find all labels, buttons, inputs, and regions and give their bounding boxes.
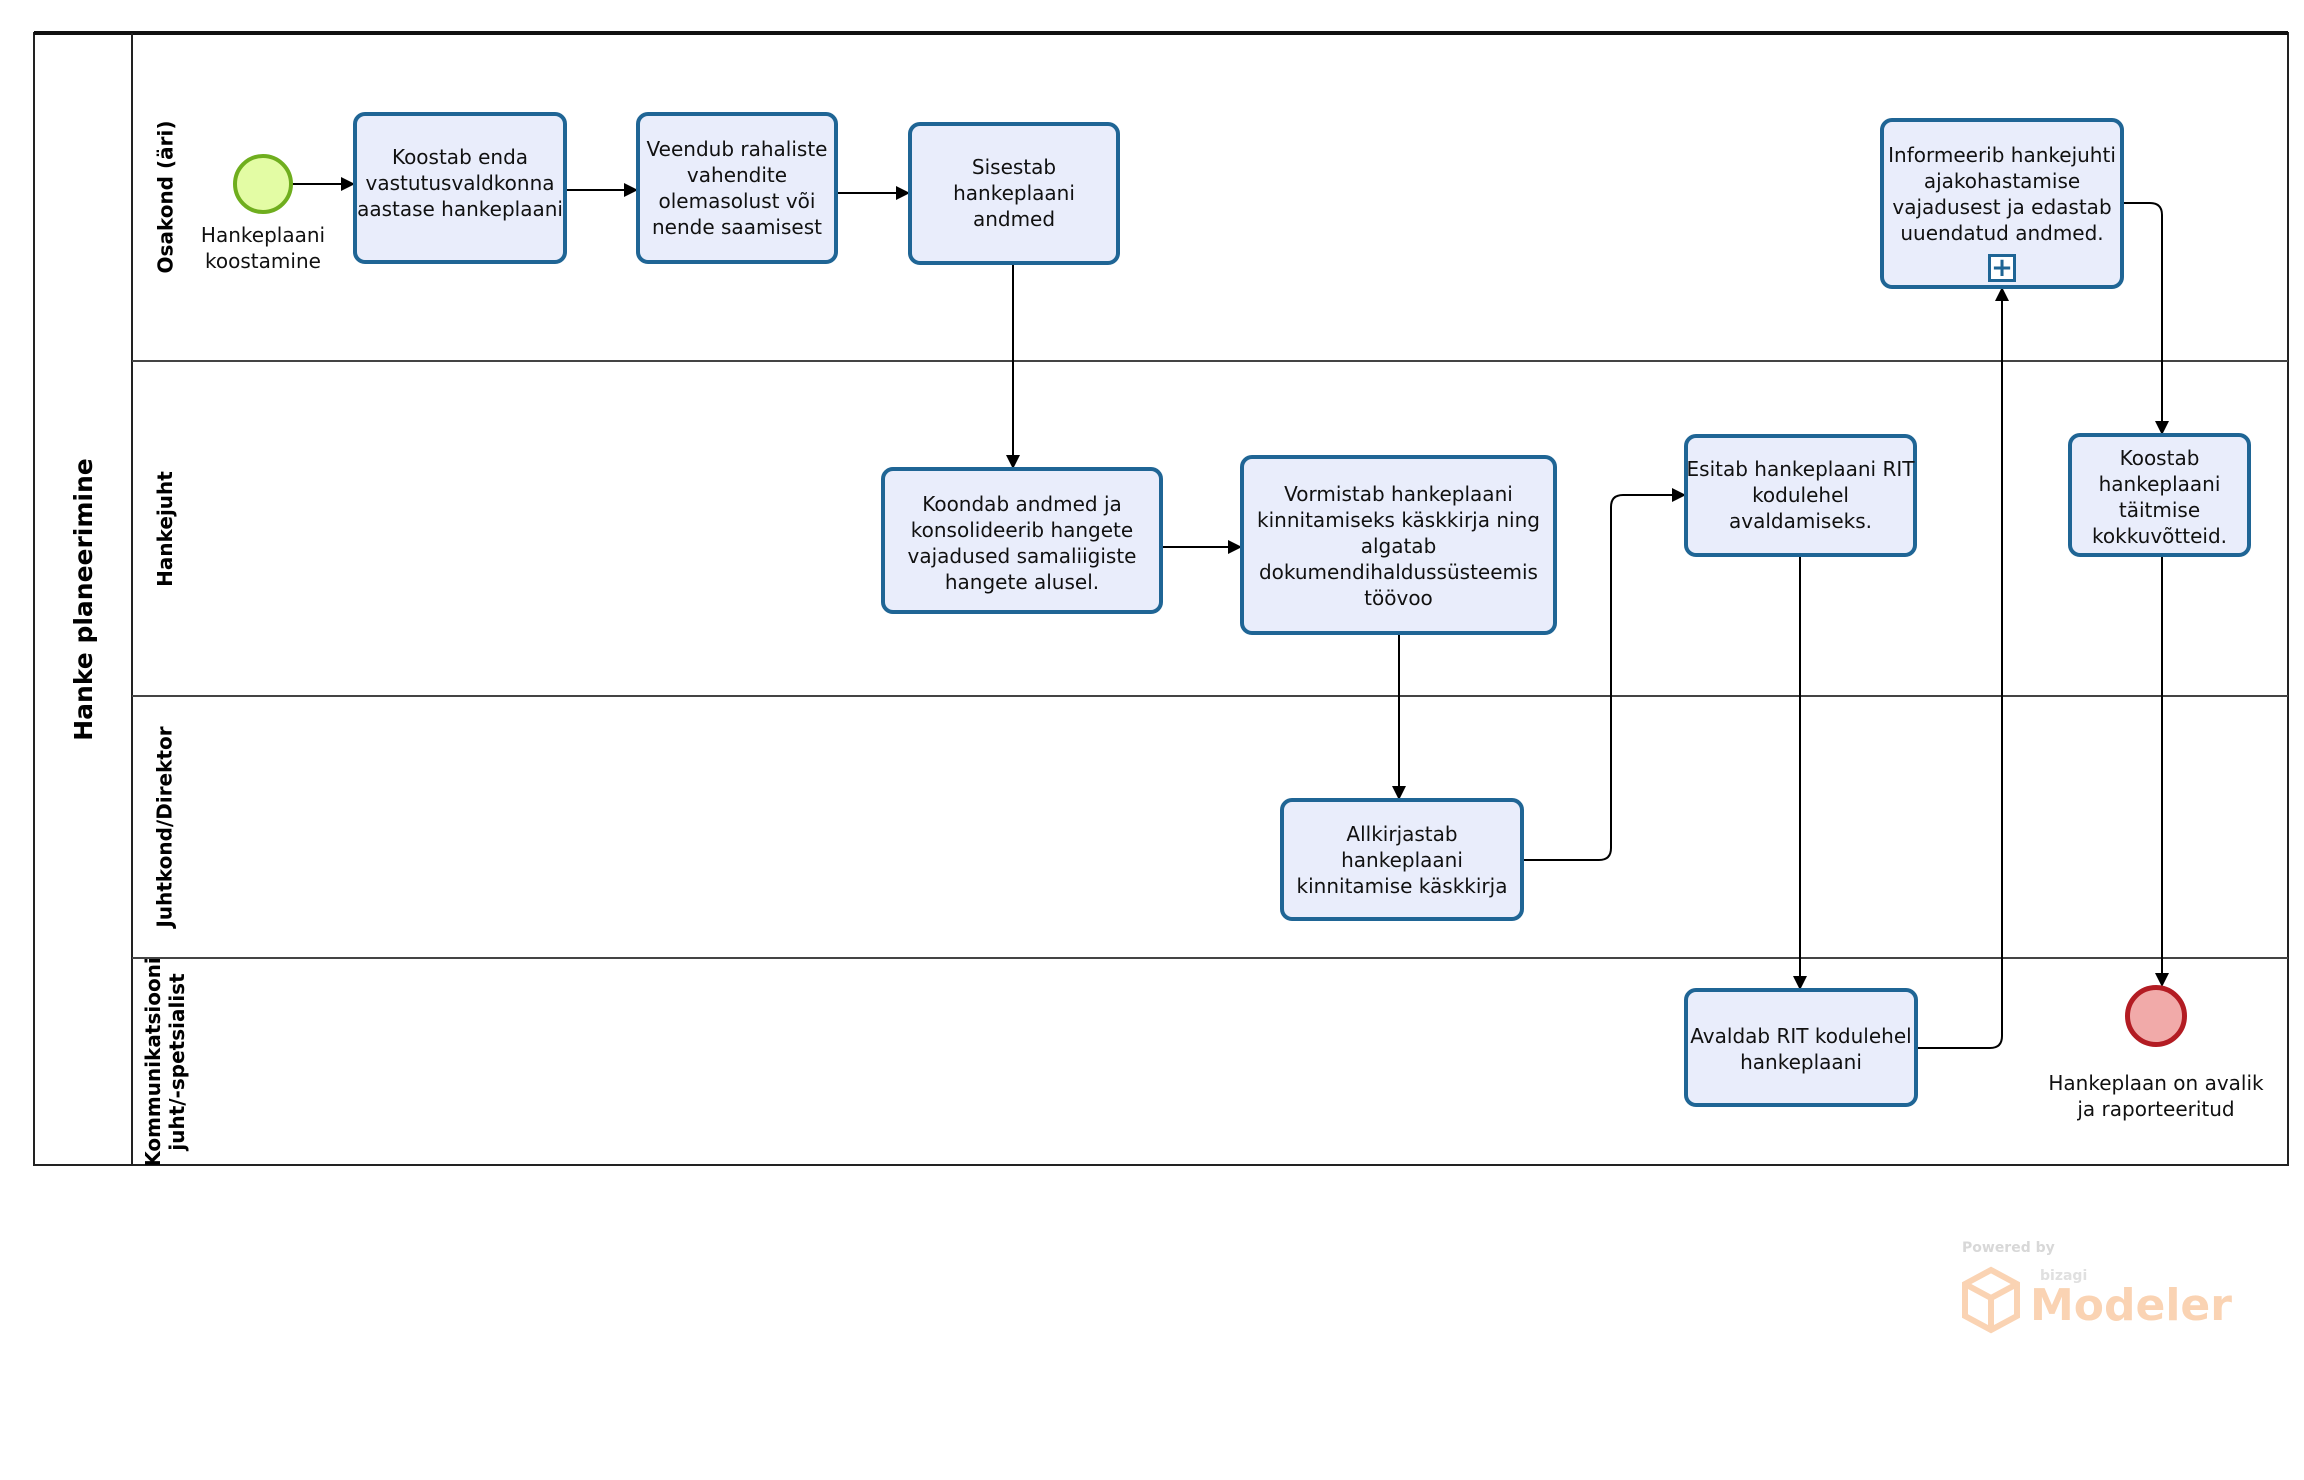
flow-t8-to-t9 (1918, 287, 2009, 1049)
task-sisestab-andmed[interactable]: Sisestab hankeplaani andmed (908, 122, 1120, 265)
start-event-label: Hankeplaani koostamine (200, 223, 326, 273)
end-event[interactable] (2125, 985, 2187, 1047)
task-koostab-hankeplaani[interactable]: Koostab enda vastutusvaldkonna aastase h… (353, 112, 567, 264)
task-allkirjastab-kaskkirja[interactable]: Allkirjastab hankeplaani kinnitamise käs… (1280, 798, 1524, 921)
task-label: Sisestab hankeplaani andmed (953, 155, 1075, 231)
watermark-brand-text: bizagi (2040, 1268, 2088, 1284)
lane-title-kommunikatsioon: Kommunikatsiooni juht/-spetsialist (141, 956, 189, 1167)
plus-icon[interactable]: + (1988, 254, 2016, 282)
subprocess-informeerib-hankejuhti[interactable]: Informeerib hankejuhti ajakohastamise va… (1880, 118, 2124, 289)
pool-title: Hanke planeerimine (68, 457, 98, 741)
cube-logo-icon (1962, 1266, 2020, 1334)
lane-label-hankejuht: Hankejuht (132, 361, 198, 696)
lane-label-juhtkond: Juhtkond/Direktor (132, 696, 198, 958)
task-vormistab-kaskkirja[interactable]: Vormistab hankeplaani kinnitamiseks käsk… (1240, 455, 1557, 635)
lane-label-osakond: Osakond (äri) (132, 33, 198, 361)
task-label: Esitab hankeplaani RIT kodulehel avaldam… (1686, 457, 1915, 533)
task-label: Koostab enda vastutusvaldkonna aastase h… (357, 145, 563, 221)
task-label: Koostab hankeplaani täitmise kokkuvõttei… (2092, 446, 2227, 548)
task-label: Veendub rahaliste vahendite olemasolust … (646, 137, 828, 239)
task-label: Informeerib hankejuhti ajakohastamise va… (1888, 143, 2116, 245)
end-event-label: Hankeplaan on avalik ja raporteeritud (2048, 1071, 2264, 1121)
task-avaldab-hankeplaani[interactable]: Avaldab RIT kodulehel hankeplaani (1684, 988, 1918, 1107)
task-koondab-andmed[interactable]: Koondab andmed ja konsolideerib hangete … (881, 467, 1163, 614)
flow-t9-to-t10 (2124, 202, 2169, 435)
task-label: Koondab andmed ja konsolideerib hangete … (907, 492, 1137, 594)
task-veendub-vahendites[interactable]: Veendub rahaliste vahendite olemasolust … (636, 112, 838, 264)
bizagi-watermark: Powered by bizagi Modeler (1960, 1240, 2232, 1340)
task-label: Avaldab RIT kodulehel hankeplaani (1690, 1024, 1912, 1074)
watermark-product-text: Modeler (2030, 1280, 2232, 1331)
task-label: Allkirjastab hankeplaani kinnitamise käs… (1296, 822, 1508, 898)
lane-title-osakond: Osakond (äri) (153, 120, 178, 274)
start-event[interactable] (233, 154, 293, 214)
flow-t6-to-t7 (1524, 488, 1686, 861)
lane-title-hankejuht: Hankejuht (153, 470, 178, 587)
watermark-powered-text: Powered by (1962, 1240, 2055, 1256)
lane-label-kommunikatsioon: Kommunikatsiooni juht/-spetsialist (132, 956, 198, 1167)
task-esitab-hankeplaani[interactable]: Esitab hankeplaani RIT kodulehel avaldam… (1684, 434, 1917, 557)
lane-title-juhtkond: Juhtkond/Direktor (153, 726, 178, 928)
pool-label: Hanke planeerimine (34, 33, 132, 1165)
task-label: Vormistab hankeplaani kinnitamiseks käsk… (1257, 482, 1540, 610)
task-koostab-kokkuvotteid[interactable]: Koostab hankeplaani täitmise kokkuvõttei… (2068, 433, 2251, 557)
